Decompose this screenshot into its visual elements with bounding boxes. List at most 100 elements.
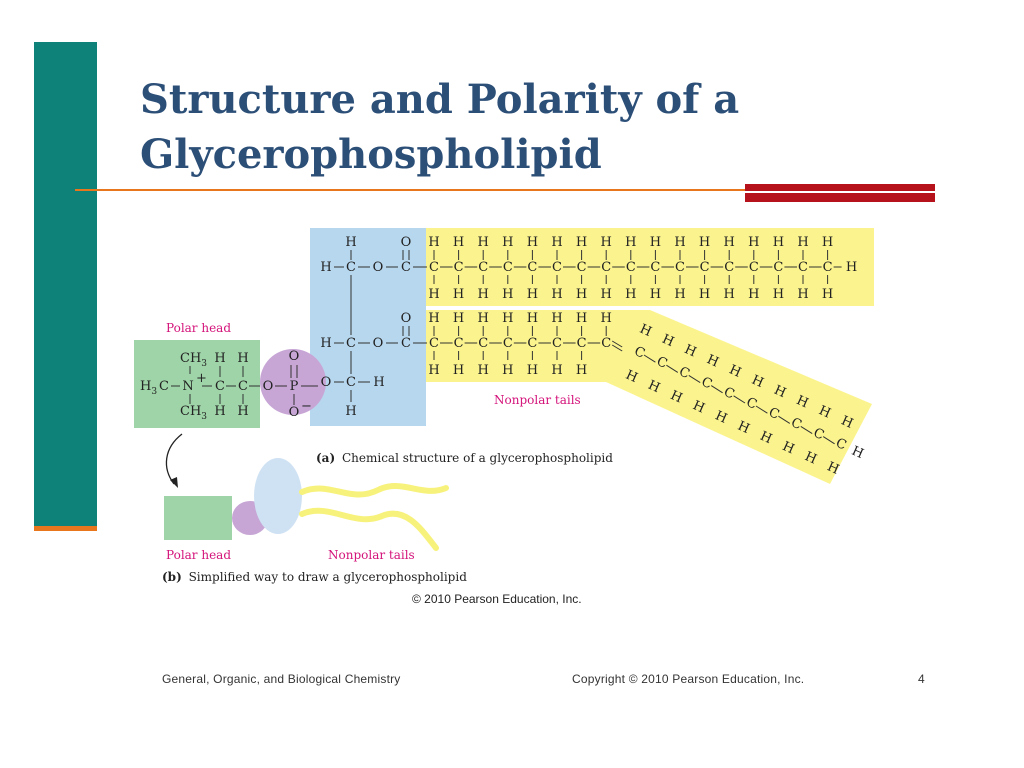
choline-h: H — [237, 404, 248, 419]
tail-h: H — [713, 408, 729, 426]
caption-b-letter: (b) — [162, 570, 182, 584]
tail-h: H — [797, 287, 808, 302]
tail-h: H — [428, 363, 439, 378]
tail-h: H — [749, 373, 765, 391]
tail-h: H — [527, 311, 538, 326]
glycerol-box — [310, 228, 426, 426]
oxygen-charge: − — [301, 399, 312, 414]
carbonyl-o2: O — [401, 311, 412, 326]
tail-h: H — [822, 287, 833, 302]
tail-h: H — [690, 398, 706, 416]
tail-box-lower-angled — [606, 310, 872, 484]
tail-h: H — [773, 287, 784, 302]
phosphate-o-bottom: O — [289, 405, 300, 420]
tail-h: H — [682, 342, 698, 360]
tail-h: H — [758, 429, 774, 447]
tail-c: C — [626, 260, 636, 275]
ester-o2: O — [373, 336, 384, 351]
tail-c: C — [527, 336, 537, 351]
slide-title: Structure and Polarity of a Glycerophosp… — [140, 76, 740, 178]
tail-c: C — [429, 260, 439, 275]
tail-h: H — [699, 235, 710, 250]
tail-h: H — [453, 363, 464, 378]
tail-h: H — [576, 363, 587, 378]
title-rule-accent — [745, 184, 935, 202]
tail-c: C — [478, 260, 488, 275]
tail-h: H — [428, 235, 439, 250]
phosphate-o-top: O — [289, 349, 300, 364]
methyl-top: CH3 — [180, 351, 207, 369]
tail-c: C — [577, 260, 587, 275]
tail-h: H — [816, 403, 832, 421]
nitrogen: N — [182, 379, 193, 394]
tail-h: H — [527, 287, 538, 302]
tail-h: H — [839, 413, 855, 431]
carbonyl-o1: O — [401, 235, 412, 250]
tail-c: C — [650, 260, 660, 275]
glycerol-h-mid: H — [320, 336, 331, 351]
tail-h: H — [551, 363, 562, 378]
tail-c: C — [700, 260, 710, 275]
polar-head-box — [134, 340, 260, 428]
bond — [822, 436, 835, 445]
tail-h: H — [748, 235, 759, 250]
choline-c2: C — [238, 379, 248, 394]
methyl-left-h: H3 — [140, 379, 157, 397]
tail-h: H — [699, 287, 710, 302]
bond — [611, 344, 623, 352]
tail-h: H — [453, 287, 464, 302]
tail-h: H — [478, 363, 489, 378]
tail-c: C — [552, 336, 562, 351]
choline-c1: C — [215, 379, 225, 394]
tail-h: H — [724, 235, 735, 250]
tail-h: H — [601, 287, 612, 302]
tail-h: H — [576, 287, 587, 302]
tail-h-end: H — [849, 444, 865, 462]
tail-h: H — [727, 362, 743, 380]
tail-h: H — [660, 332, 676, 350]
tail-c: C — [552, 260, 562, 275]
tail-h: H — [825, 459, 841, 477]
tail-box-lower-straight — [426, 310, 606, 382]
footer-copyright: Copyright © 2010 Pearson Education, Inc. — [572, 672, 805, 686]
tail-h: H — [551, 311, 562, 326]
fatty-acid-tail-upper: HCHHCHHCHHCHHCHHCHHCHHCHHCHHCHHCHHCHHCHH… — [413, 235, 857, 302]
phosphorus: P — [290, 379, 299, 394]
tail-c: C — [478, 336, 488, 351]
caption-b-text: Simplified way to draw a glycerophosphol… — [189, 570, 468, 584]
tail-h: H — [551, 287, 562, 302]
nitrogen-charge: + — [196, 371, 207, 386]
bond — [666, 364, 679, 373]
accent-bar — [34, 42, 97, 528]
choline-h: H — [237, 351, 248, 366]
tail-c: C — [454, 336, 464, 351]
tail-h: H — [478, 235, 489, 250]
fatty-acid-tail-lower: HCHHCHHCHHCHHCHHCHHCHHCCHHCHHCHHCHHCHHCH… — [413, 311, 866, 478]
phosphate-o-left: O — [263, 379, 274, 394]
tail-c: C — [724, 260, 734, 275]
tail-c: C — [773, 260, 783, 275]
tail-h: H — [623, 368, 639, 386]
glycerol-h-top: H — [345, 235, 356, 250]
bond — [710, 385, 723, 394]
tail-h: H — [625, 235, 636, 250]
accent-bar-foot — [34, 526, 97, 531]
arrowhead-icon — [170, 477, 178, 488]
ester-o1: O — [373, 260, 384, 275]
carbonyl-c2: C — [401, 336, 411, 351]
tail-c: C — [798, 260, 808, 275]
caption-a-letter: (a) — [316, 451, 335, 465]
tail-c: C — [503, 260, 513, 275]
bond — [800, 425, 813, 435]
simplified-tail-lower — [299, 507, 439, 551]
caption-b: (b) Simplified way to draw a glycerophos… — [162, 570, 467, 584]
tail-c: C — [429, 336, 439, 351]
bond — [611, 340, 623, 348]
tail-c: C — [503, 336, 513, 351]
tail-h: H — [502, 287, 513, 302]
bond — [643, 354, 656, 363]
tail-h: H — [576, 235, 587, 250]
